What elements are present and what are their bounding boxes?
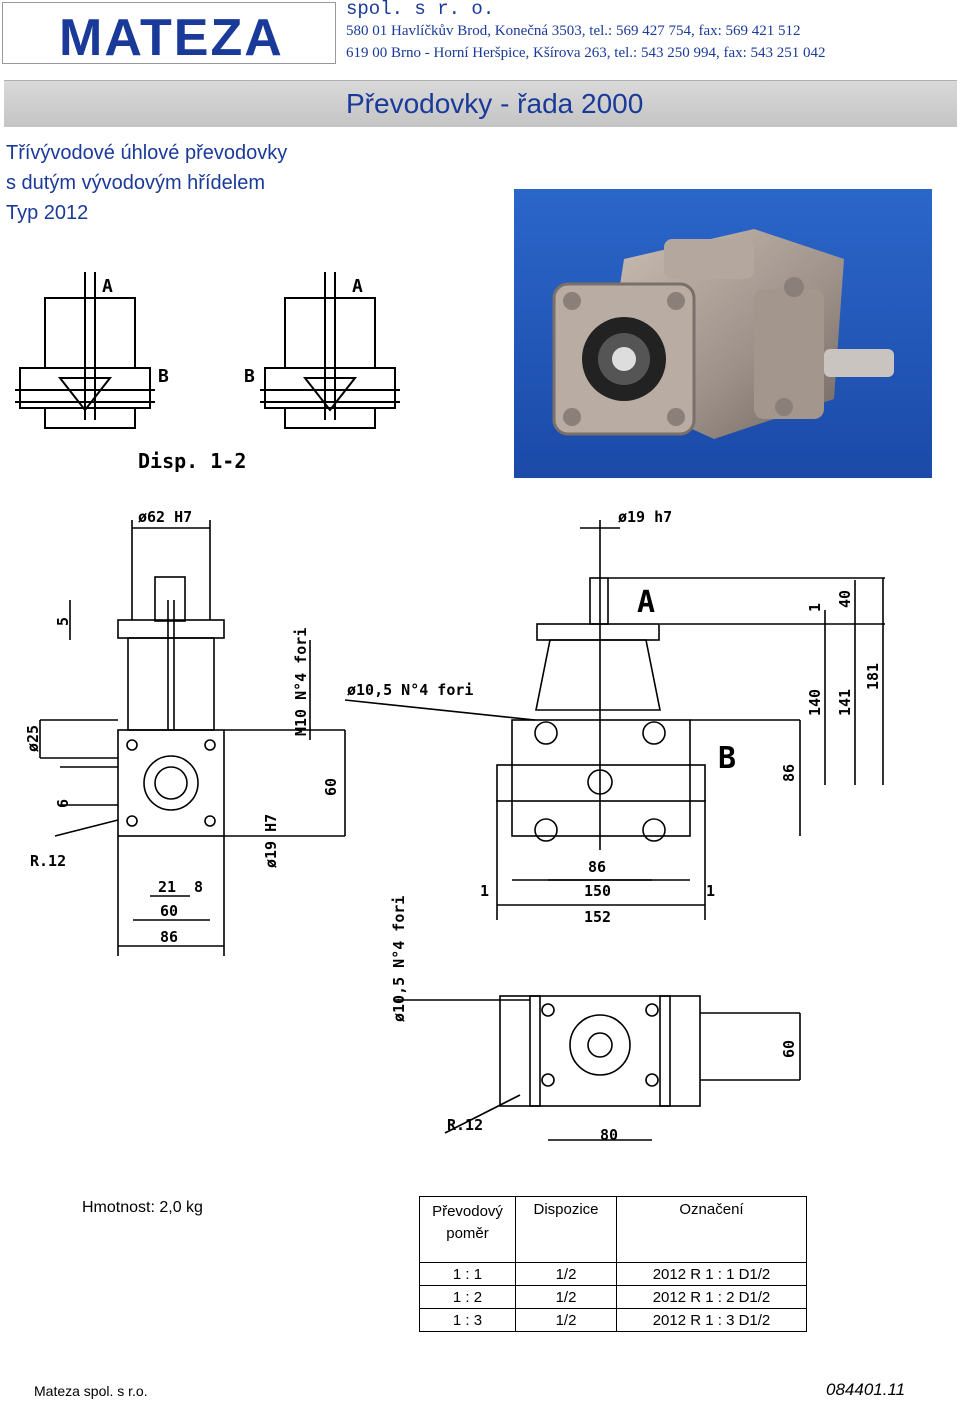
header-designation: Označení <box>616 1196 807 1263</box>
label-r12-a: R.12 <box>30 852 66 870</box>
footer-doc-number: 084401.11 <box>826 1380 906 1399</box>
table-row: 1 : 3 1/2 2012 R 1 : 3 D1/2 <box>419 1308 807 1332</box>
table-row: 1 : 2 1/2 2012 R 1 : 2 D1/2 <box>419 1285 807 1309</box>
dim-21: 21 <box>158 878 176 896</box>
dim-86a: 86 <box>160 928 178 946</box>
technical-drawing: A A B B Disp. 1-2 ø62 H7 ø19 h7 A B ø10,… <box>15 272 885 1144</box>
weight-label: Hmotnost: 2,0 kg <box>82 1199 203 1216</box>
label-b-2: B <box>244 366 255 387</box>
dim-60b: 60 <box>160 902 178 920</box>
page-title: Převodovky - řada 2000 <box>346 88 644 119</box>
cell-disposition: 1/2 <box>555 1288 577 1306</box>
label-a-2: A <box>352 276 363 297</box>
disposition-sketch-2 <box>260 272 400 429</box>
logo: MATEZA <box>2 2 336 67</box>
bottom-view <box>395 995 801 1141</box>
gearbox-photo <box>514 189 932 478</box>
footer-company: Mateza spol. s r.o. <box>34 1383 148 1399</box>
front-view <box>39 520 346 956</box>
dim-181: 181 <box>864 663 882 690</box>
dim-152: 152 <box>584 908 611 926</box>
dim-140: 140 <box>806 689 824 716</box>
label-b-1: B <box>158 366 169 387</box>
label-d19h7: ø19 h7 <box>618 508 672 526</box>
label-d25: ø25 <box>24 725 42 752</box>
subtitle-line-3: Typ 2012 <box>6 202 89 224</box>
label-b-large: B <box>718 741 736 776</box>
dim-5: 5 <box>54 617 72 626</box>
logo-text: MATEZA <box>59 9 284 63</box>
dim-141: 141 <box>836 689 854 716</box>
cell-designation: 2012 R 1 : 2 D1/2 <box>616 1285 807 1309</box>
cell-designation: 2012 R 1 : 3 D1/2 <box>616 1308 807 1332</box>
disposition-sketch-1 <box>15 272 155 429</box>
subtitle-line-2: s dutým vývodovým hřídelem <box>6 172 265 194</box>
dim-60c: 60 <box>780 1040 798 1058</box>
label-m10: M10 N°4 fori <box>292 628 310 736</box>
table-row: 1 : 1 1/2 2012 R 1 : 1 D1/2 <box>419 1262 807 1286</box>
dim-6: 6 <box>54 799 72 808</box>
company-name: spol. s r. o. <box>346 0 495 20</box>
side-view <box>344 520 885 920</box>
title-banner <box>4 80 957 127</box>
label-r12-b: R.12 <box>447 1116 483 1134</box>
dim-86b: 86 <box>780 764 798 782</box>
dim-80: 80 <box>600 1126 618 1144</box>
spec-table: Převodový poměr Dispozice Označení 1 : 1… <box>419 1196 807 1332</box>
label-d62: ø62 H7 <box>138 508 192 526</box>
label-hole-side: ø10,5 N°4 fori <box>390 896 408 1022</box>
cell-ratio: 1 : 1 <box>419 1262 516 1286</box>
address-line-2: 619 00 Brno - Horní Heršpice, Kšírova 26… <box>346 45 826 61</box>
logo-graphic: MATEZA <box>59 9 284 67</box>
label-a-large: A <box>637 585 655 620</box>
header-ratio: Převodový poměr <box>419 1196 516 1263</box>
cell-ratio: 1 : 2 <box>419 1285 516 1309</box>
label-hole-top: ø10,5 N°4 fori <box>347 681 473 699</box>
dim-1top: 1 <box>806 603 824 612</box>
cell-ratio: 1 : 3 <box>419 1308 516 1332</box>
dim-1l: 1 <box>480 882 489 900</box>
cell-disposition: 1/2 <box>555 1311 577 1329</box>
label-d19H7: ø19 H7 <box>262 814 280 868</box>
table-header-row: Převodový poměr Dispozice Označení <box>419 1196 807 1263</box>
subtitle-line-1: Třívývodové úhlové převodovky <box>6 142 288 164</box>
dim-60: 60 <box>322 778 340 796</box>
address-line-1: 580 01 Havlíčkův Brod, Konečná 3503, tel… <box>346 23 801 39</box>
label-a-1: A <box>102 276 113 297</box>
dim-86c: 86 <box>588 858 606 876</box>
header-disposition: Dispozice <box>533 1201 599 1218</box>
dim-8: 8 <box>194 878 203 896</box>
cell-disposition: 1/2 <box>555 1265 577 1283</box>
cell-designation: 2012 R 1 : 1 D1/2 <box>616 1262 807 1286</box>
label-disp: Disp. 1-2 <box>138 449 246 473</box>
dim-1r: 1 <box>706 882 715 900</box>
dim-150: 150 <box>584 882 611 900</box>
dim-40: 40 <box>836 590 854 608</box>
